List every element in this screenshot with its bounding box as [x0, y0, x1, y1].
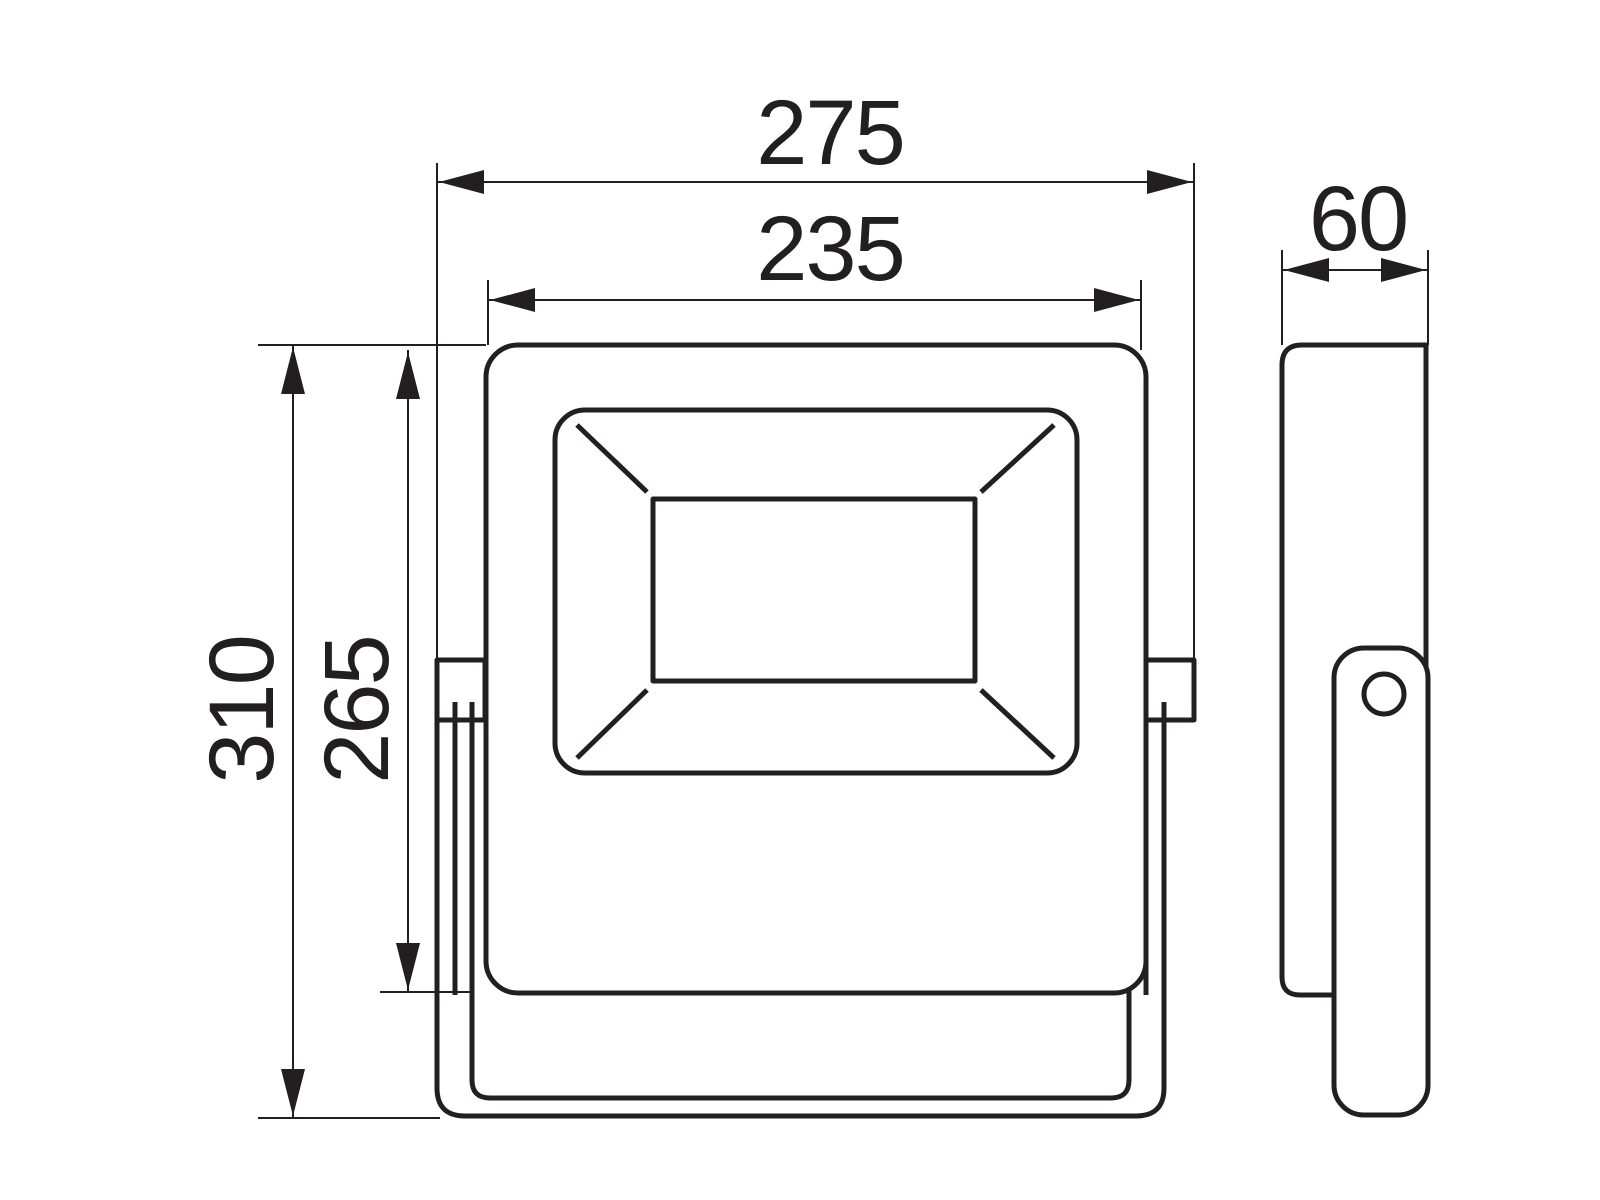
bracket-pivot-bolt [1361, 671, 1407, 717]
front-view [434, 342, 1197, 1119]
arrowhead [281, 1069, 305, 1116]
reflector-frame [552, 407, 1080, 776]
arrowhead [1284, 258, 1329, 282]
arrowhead [439, 170, 484, 194]
side-view [1279, 342, 1431, 1118]
side-bracket-plate [1331, 645, 1431, 1118]
arrowhead [1381, 258, 1426, 282]
arrowhead [396, 943, 420, 990]
label-body-width: 235 [756, 198, 904, 300]
dimension-labels: 275 235 60 310 265 [191, 82, 1409, 784]
housing-body [483, 342, 1149, 996]
led-panel [650, 496, 978, 684]
bevel-line-bottom-left [575, 688, 649, 760]
side-housing [1279, 342, 1429, 998]
hinge-block-left [434, 657, 488, 723]
bevel-line-bottom-right [979, 688, 1056, 760]
arrowhead [396, 352, 420, 399]
bracket-inner [469, 702, 1132, 1101]
label-depth: 60 [1309, 168, 1407, 270]
arrowhead [281, 347, 305, 394]
dimension-lines [281, 170, 1428, 1118]
label-overall-width: 275 [756, 82, 904, 184]
hinge-block-right [1143, 657, 1197, 723]
label-overall-height: 310 [191, 636, 293, 784]
label-body-height: 265 [306, 636, 408, 784]
extension-lines [258, 163, 1429, 1119]
bevel-line-top-left [575, 423, 649, 494]
bevel-line-top-right [979, 423, 1056, 494]
arrowhead [1147, 170, 1192, 194]
arrowhead [490, 288, 535, 312]
bracket-outer [434, 702, 1167, 1119]
arrowhead [1094, 288, 1139, 312]
